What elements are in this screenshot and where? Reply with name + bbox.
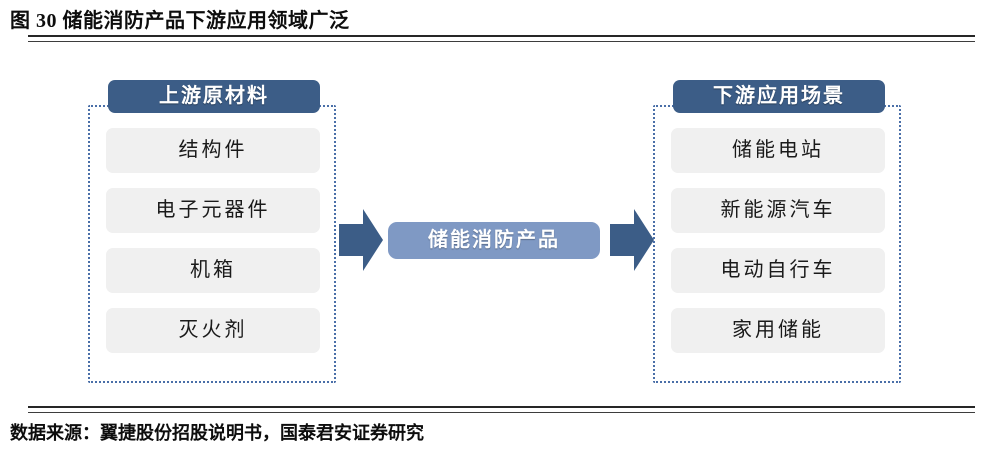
upstream-item-1: 结构件 xyxy=(106,128,320,173)
center-product-box: 储能消防产品 xyxy=(388,222,600,259)
upstream-item-4: 灭火剂 xyxy=(106,308,320,353)
upstream-item-3: 机箱 xyxy=(106,248,320,293)
figure-title: 图 30 储能消防产品下游应用领域广泛 xyxy=(10,10,350,32)
downstream-item-3: 电动自行车 xyxy=(671,248,885,293)
value-chain-diagram: 上游原材料 结构件 电子元器件 机箱 灭火剂 储能消防产品 下游应用场景 储能电… xyxy=(0,40,1000,406)
source-divider-rule xyxy=(28,406,975,413)
upstream-item-2: 电子元器件 xyxy=(106,188,320,233)
arrow-right-icon-upstream-to-product xyxy=(339,208,383,272)
arrow-right-icon-product-to-downstream xyxy=(610,208,654,272)
downstream-header: 下游应用场景 xyxy=(673,80,885,113)
downstream-item-2: 新能源汽车 xyxy=(671,188,885,233)
upstream-column: 上游原材料 结构件 电子元器件 机箱 灭火剂 xyxy=(106,80,320,353)
title-divider-rule xyxy=(28,35,975,42)
downstream-item-1: 储能电站 xyxy=(671,128,885,173)
source-note: 数据来源：翼捷股份招股说明书，国泰君安证券研究 xyxy=(10,423,424,443)
downstream-item-4: 家用储能 xyxy=(671,308,885,353)
downstream-column: 下游应用场景 储能电站 新能源汽车 电动自行车 家用储能 xyxy=(671,80,885,353)
upstream-header: 上游原材料 xyxy=(108,80,320,113)
